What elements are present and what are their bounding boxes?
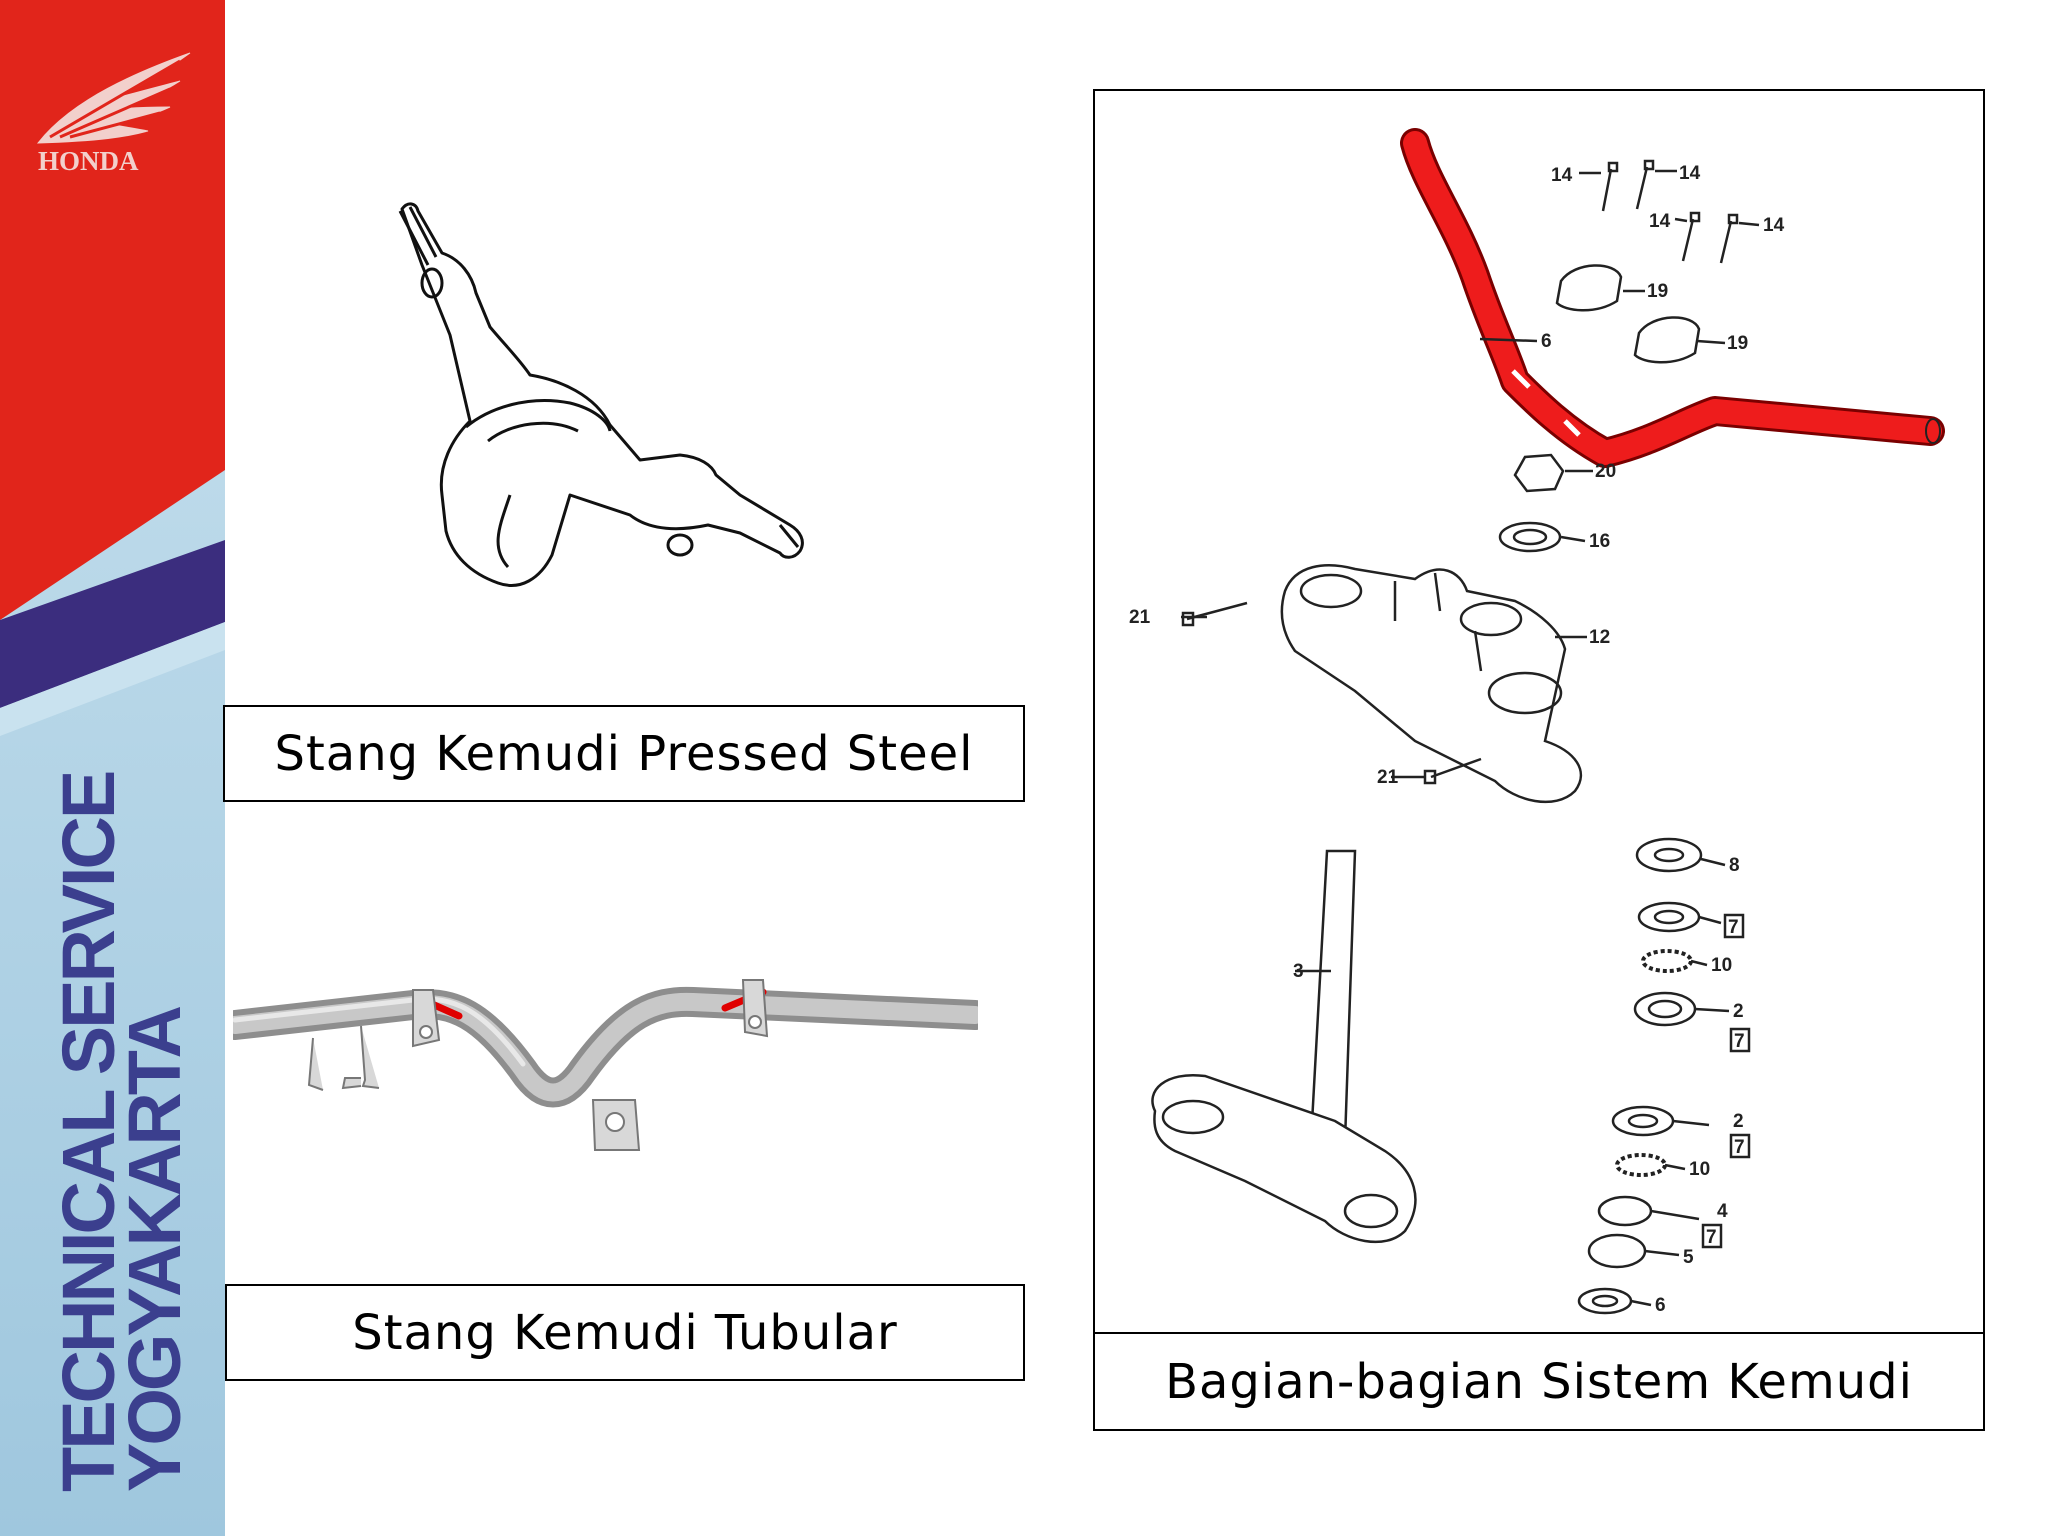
- figure-caption: Stang Kemudi Tubular: [225, 1284, 1025, 1381]
- part-label: 6: [1541, 331, 1552, 352]
- part-label: 2: [1733, 1111, 1744, 1132]
- part-label: 2: [1733, 1001, 1744, 1022]
- part-label: 12: [1589, 627, 1610, 648]
- caption-tubular: Stang Kemudi Tubular: [352, 1304, 898, 1361]
- caption-steering-parts: Bagian-bagian Sistem Kemudi: [1165, 1353, 1913, 1410]
- part-label: 7: [1734, 1031, 1745, 1052]
- part-label: 14: [1551, 165, 1573, 186]
- part-label: 14: [1763, 215, 1785, 236]
- honda-logo-text: HONDA: [38, 146, 139, 176]
- part-label: 19: [1727, 333, 1748, 354]
- part-label: 19: [1647, 281, 1668, 302]
- part-label: 8: [1729, 855, 1740, 876]
- sidebar-background: [0, 0, 225, 1536]
- part-label: 21: [1129, 607, 1151, 628]
- part-label: 14: [1679, 163, 1701, 184]
- part-label: 10: [1711, 955, 1732, 976]
- part-label: 6: [1655, 1295, 1666, 1316]
- part-label: 21: [1377, 767, 1399, 788]
- handlebar-part-6: [1400, 128, 1945, 468]
- part-label: 7: [1734, 1137, 1745, 1158]
- part-label: 7: [1706, 1227, 1717, 1248]
- caption-pressed-steel: Stang Kemudi Pressed Steel: [274, 725, 974, 782]
- part-label: 14: [1649, 211, 1671, 232]
- part-label: 20: [1595, 461, 1616, 482]
- tubular-handlebar-image: [233, 979, 978, 1151]
- part-label: 3: [1293, 961, 1304, 982]
- steering-parts-diagram: 14 14 14 14 19 19 6 20 16 21 12 21 8 7 1…: [1129, 128, 1945, 1316]
- sidebar-line2: YOGYAKARTA: [113, 1008, 196, 1492]
- part-label: 10: [1689, 1159, 1710, 1180]
- part-label: 7: [1728, 917, 1739, 938]
- part-label: 4: [1717, 1201, 1728, 1222]
- figure-caption: Stang Kemudi Pressed Steel: [223, 705, 1025, 802]
- part-label: 16: [1589, 531, 1610, 552]
- parts-diagram-frame: 14 14 14 14 19 19 6 20 16 21 12 21 8 7 1…: [1093, 89, 1985, 1431]
- pressed-steel-handlebar-image: [398, 202, 804, 587]
- honda-wing-icon: HONDA: [36, 52, 191, 176]
- brand-sidebar: HONDA TECHNICAL SERVICE YOGYAKARTA: [0, 0, 225, 1536]
- part-label: 5: [1683, 1247, 1694, 1268]
- figure-caption: Bagian-bagian Sistem Kemudi: [1093, 1332, 1985, 1431]
